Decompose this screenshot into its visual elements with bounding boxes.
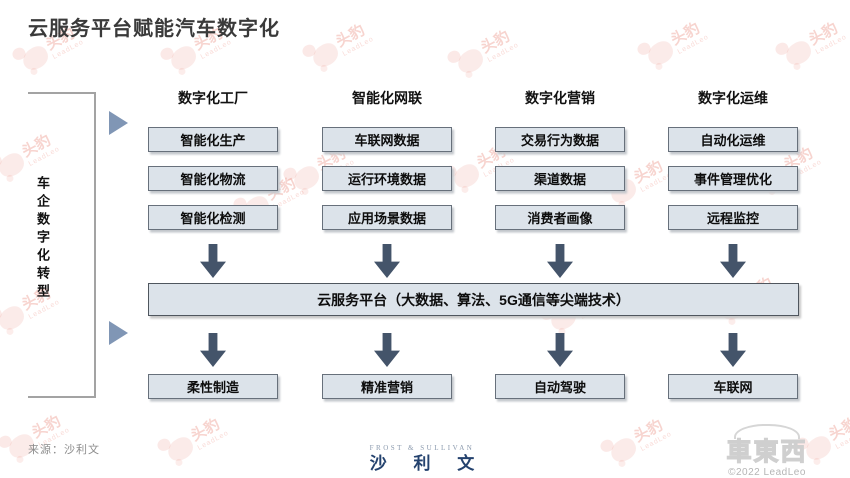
leopard-icon (163, 433, 197, 465)
bracket-top-line (28, 92, 95, 94)
arrow-down-icon (200, 244, 226, 278)
data-box: 智能化物流 (148, 166, 278, 191)
leopard-icon (449, 160, 483, 192)
data-box: 车联网数据 (322, 127, 452, 152)
leopard-icon (453, 45, 487, 77)
leopard-icon (166, 42, 200, 74)
watermark-cn: 头豹 (19, 131, 54, 161)
outcome-precision-marketing: 精准营销 (322, 333, 452, 399)
arrow-down-icon (720, 244, 746, 278)
side-label: 车企数字化转型 (35, 176, 50, 302)
watermark-cn: 头豹 (333, 21, 368, 51)
outcome-autonomous-driving: 自动驾驶 (495, 333, 625, 399)
outcome-flexible-manufacturing: 柔性制造 (148, 333, 278, 399)
leopard-icon (289, 162, 323, 194)
data-box: 渠道数据 (495, 166, 625, 191)
outcome-box: 自动驾驶 (495, 374, 625, 399)
leopard-icon (0, 149, 28, 181)
arrow-down-icon (720, 333, 746, 367)
data-box: 应用场景数据 (322, 205, 452, 230)
data-box: 事件管理优化 (668, 166, 798, 191)
leopard-icon (606, 434, 640, 466)
data-box: 智能化生产 (148, 127, 278, 152)
bracket-vertical-line (94, 92, 96, 398)
watermark-cn: 头豹 (478, 27, 513, 57)
leopard-icon (0, 302, 28, 334)
watermark-cn: 头豹 (631, 157, 666, 187)
chedongxi-watermark: 車東西 ©2022 LeadLeo (702, 424, 832, 478)
column-digital-factory: 数字化工厂 智能化生产 智能化物流 智能化检测 (148, 88, 278, 278)
watermark-cn: 头豹 (806, 19, 841, 49)
outcome-connected-vehicle: 车联网 (668, 333, 798, 399)
chedongxi-logo: 車東西 (726, 438, 808, 466)
shalivin-wordmark: 沙 利 文 (369, 454, 486, 473)
watermark-cn: 头豹 (668, 19, 703, 49)
arrow-down-icon (547, 244, 573, 278)
source-note: 来源：沙利文 (28, 444, 100, 456)
watermark-en: LeadLeo (486, 41, 521, 64)
data-box: 智能化检测 (148, 205, 278, 230)
column-header: 数字化营销 (525, 90, 595, 106)
column-header: 智能化网联 (352, 90, 422, 106)
arrow-down-icon (200, 333, 226, 367)
watermark-cn: 头豹 (29, 412, 64, 442)
arrow-down-icon (374, 244, 400, 278)
watermark-en: LeadLeo (196, 429, 231, 452)
page-title: 云服务平台赋能汽车数字化 (28, 18, 280, 40)
watermark-en: LeadLeo (51, 38, 86, 61)
data-box: 远程监控 (668, 205, 798, 230)
data-box: 消费者画像 (495, 205, 625, 230)
outcome-box: 车联网 (668, 374, 798, 399)
watermark-en: LeadLeo (27, 145, 62, 168)
column-header: 数字化工厂 (178, 90, 248, 106)
car-roof-icon (734, 424, 800, 439)
column-intelligent-connectivity: 智能化网联 车联网数据 运行环境数据 应用场景数据 (322, 88, 452, 278)
watermark-en: LeadLeo (199, 38, 234, 61)
watermark-en: LeadLeo (834, 428, 850, 451)
outcome-box: 精准营销 (322, 374, 452, 399)
arrow-down-icon (374, 333, 400, 367)
column-digital-operations: 数字化运维 自动化运维 事件管理优化 远程监控 (668, 88, 798, 278)
arrow-right-icon (109, 321, 128, 345)
leopard-icon (308, 39, 342, 71)
data-box: 自动化运维 (668, 127, 798, 152)
cloud-platform-band: 云服务平台（大数据、算法、5G通信等尖端技术） (148, 283, 799, 316)
leopard-icon (18, 42, 52, 74)
outcome-box: 柔性制造 (148, 374, 278, 399)
data-box: 交易行为数据 (495, 127, 625, 152)
watermark-en: LeadLeo (814, 33, 849, 56)
column-digital-marketing: 数字化营销 交易行为数据 渠道数据 消费者画像 (495, 88, 625, 278)
watermark-cn: 头豹 (188, 415, 223, 445)
column-header: 数字化运维 (698, 90, 768, 106)
watermark-en: LeadLeo (341, 35, 376, 58)
watermark-en: LeadLeo (676, 33, 711, 56)
frost-sullivan-logo: FROST & SULLIVAN 沙 利 文 (352, 444, 492, 473)
arrow-right-icon (109, 111, 128, 135)
leopard-icon (643, 37, 677, 69)
bracket-bottom-line (28, 396, 95, 398)
leopard-icon (781, 37, 815, 69)
copyright-text: ©2022 LeadLeo (728, 467, 806, 478)
watermark-cn: 头豹 (631, 416, 666, 446)
watermark-en: LeadLeo (639, 430, 674, 453)
data-box: 运行环境数据 (322, 166, 452, 191)
arrow-down-icon (547, 333, 573, 367)
frost-sullivan-wordmark: FROST & SULLIVAN (369, 444, 475, 452)
